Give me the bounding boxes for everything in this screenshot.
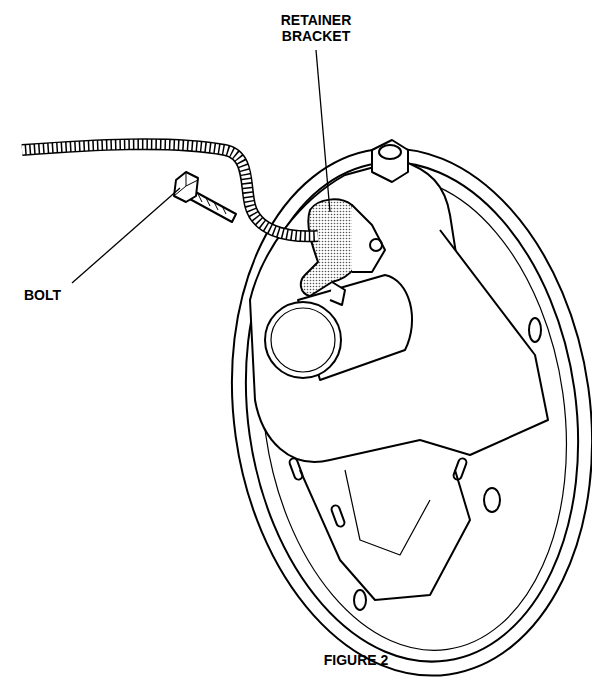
figure-caption: FIGURE 2: [256, 652, 456, 668]
wire-harness: [22, 144, 318, 236]
sensor-bore: [265, 302, 341, 378]
part-label: RETAINER BRACKET: [268, 12, 364, 44]
stud-nut: [372, 140, 408, 182]
leader-line: [72, 188, 180, 283]
bolt: [174, 172, 236, 222]
part-label: BOLT: [24, 287, 94, 303]
leader-line: [316, 50, 330, 212]
